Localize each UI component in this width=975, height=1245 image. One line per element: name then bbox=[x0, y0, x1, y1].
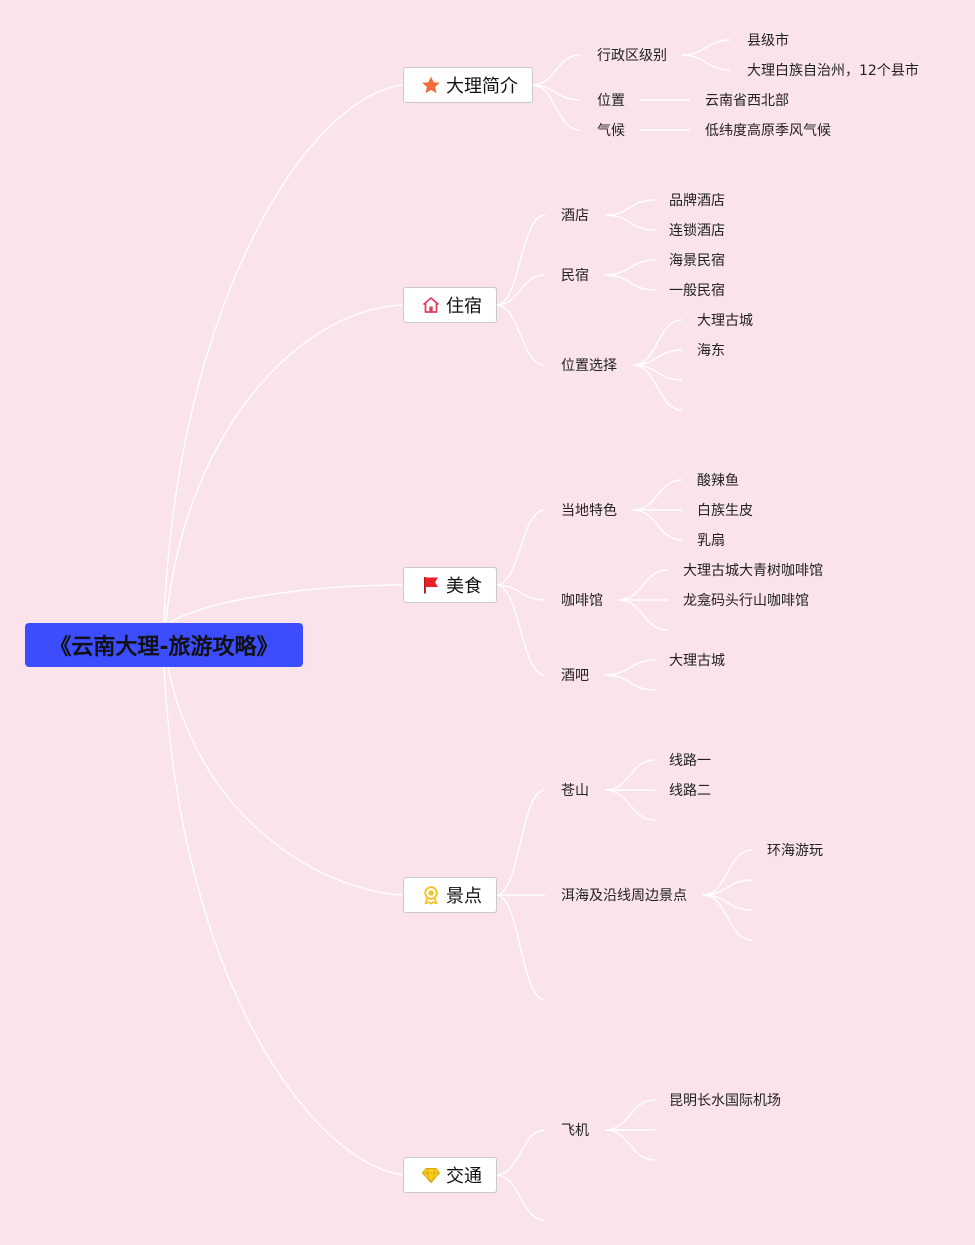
subtopic[interactable]: 大理古城 bbox=[669, 653, 725, 669]
subtopic[interactable]: 低纬度高原季风气候 bbox=[705, 123, 831, 139]
subtopic[interactable]: 海东 bbox=[697, 343, 725, 359]
link bbox=[604, 759, 656, 791]
flag-icon bbox=[420, 574, 442, 596]
topic-bar[interactable]: 酒吧 bbox=[561, 668, 589, 684]
star-icon bbox=[420, 74, 442, 96]
topic-climate[interactable]: 气候 bbox=[597, 123, 625, 139]
link bbox=[617, 599, 669, 631]
link bbox=[604, 1129, 656, 1161]
subtopic[interactable]: 大理古城 bbox=[697, 313, 753, 329]
root-link-food bbox=[169, 584, 403, 623]
topic-location-choice[interactable]: 位置选择 bbox=[561, 358, 617, 374]
topic-hotel[interactable]: 酒店 bbox=[561, 208, 589, 224]
branch-food[interactable]: 美食 bbox=[403, 567, 497, 603]
subtopic[interactable]: 大理白族自治州，12个县市 bbox=[747, 63, 919, 79]
link bbox=[495, 789, 546, 896]
subtopic[interactable]: 线路一 bbox=[669, 753, 711, 769]
link bbox=[702, 849, 753, 896]
branch-intro[interactable]: 大理简介 bbox=[403, 67, 533, 103]
link bbox=[495, 274, 546, 306]
branch-label: 大理简介 bbox=[446, 76, 518, 97]
subtopic[interactable]: 海景民宿 bbox=[669, 253, 725, 269]
root-title: 《云南大理-旅游攻略》 bbox=[49, 635, 279, 660]
topic-cangshan[interactable]: 苍山 bbox=[561, 783, 589, 799]
link bbox=[681, 54, 731, 71]
subtopic[interactable]: 白族生皮 bbox=[697, 503, 753, 519]
link bbox=[495, 1174, 546, 1221]
link bbox=[495, 304, 546, 366]
link bbox=[702, 894, 753, 941]
subtopic[interactable]: 云南省西北部 bbox=[705, 93, 789, 109]
link bbox=[531, 54, 581, 86]
branch-attractions[interactable]: 景点 bbox=[403, 877, 497, 913]
subtopic[interactable]: 酸辣鱼 bbox=[697, 473, 739, 489]
subtopic[interactable]: 一般民宿 bbox=[669, 283, 725, 299]
link bbox=[681, 39, 731, 56]
link bbox=[632, 319, 683, 366]
house-icon bbox=[420, 294, 442, 316]
link bbox=[495, 509, 546, 586]
root-link-lodging bbox=[165, 304, 403, 623]
branch-label: 景点 bbox=[446, 886, 482, 907]
link bbox=[617, 569, 669, 601]
subtopic[interactable]: 大理古城大青树咖啡馆 bbox=[683, 563, 823, 579]
branch-lodging[interactable]: 住宿 bbox=[403, 287, 497, 323]
topic-homestay[interactable]: 民宿 bbox=[561, 268, 589, 284]
diamond-icon bbox=[420, 1164, 442, 1186]
link bbox=[495, 214, 546, 306]
branch-label: 美食 bbox=[446, 576, 482, 597]
branch-transport[interactable]: 交通 bbox=[403, 1157, 497, 1193]
link bbox=[495, 584, 546, 676]
subtopic[interactable]: 线路二 bbox=[669, 783, 711, 799]
subtopic[interactable]: 环海游玩 bbox=[767, 843, 823, 859]
branch-label: 住宿 bbox=[446, 296, 482, 317]
topic-cafe[interactable]: 咖啡馆 bbox=[561, 593, 603, 609]
topic-local-specialty[interactable]: 当地特色 bbox=[561, 503, 617, 519]
link bbox=[604, 1099, 656, 1131]
link bbox=[531, 84, 581, 131]
topic-location[interactable]: 位置 bbox=[597, 93, 625, 109]
link bbox=[604, 274, 656, 291]
link bbox=[632, 364, 683, 411]
link bbox=[604, 199, 656, 216]
link bbox=[604, 659, 656, 676]
link bbox=[632, 349, 683, 366]
topic-admin-level[interactable]: 行政区级别 bbox=[597, 48, 667, 64]
subtopic[interactable]: 县级市 bbox=[747, 33, 789, 49]
subtopic[interactable]: 乳扇 bbox=[697, 533, 725, 549]
link bbox=[702, 879, 753, 896]
subtopic[interactable]: 连锁酒店 bbox=[669, 223, 725, 239]
subtopic[interactable]: 品牌酒店 bbox=[669, 193, 725, 209]
link bbox=[495, 1129, 546, 1176]
branch-label: 交通 bbox=[446, 1166, 482, 1187]
link bbox=[604, 259, 656, 276]
link bbox=[495, 584, 546, 601]
root-node[interactable]: 《云南大理-旅游攻略》 bbox=[25, 623, 303, 667]
topic-erhai[interactable]: 洱海及沿线周边景点 bbox=[561, 888, 687, 904]
link bbox=[632, 509, 683, 541]
root-link-attractions bbox=[167, 666, 403, 896]
subtopic[interactable]: 龙龛码头行山咖啡馆 bbox=[683, 593, 809, 609]
link bbox=[604, 674, 656, 691]
link bbox=[632, 479, 683, 511]
root-link-intro bbox=[163, 84, 403, 623]
topic-plane[interactable]: 飞机 bbox=[561, 1123, 589, 1139]
link bbox=[604, 214, 656, 231]
link bbox=[495, 894, 546, 1001]
award-icon bbox=[420, 884, 442, 906]
subtopic[interactable]: 昆明长水国际机场 bbox=[669, 1093, 781, 1109]
link bbox=[604, 789, 656, 821]
root-link-transport bbox=[163, 666, 403, 1176]
